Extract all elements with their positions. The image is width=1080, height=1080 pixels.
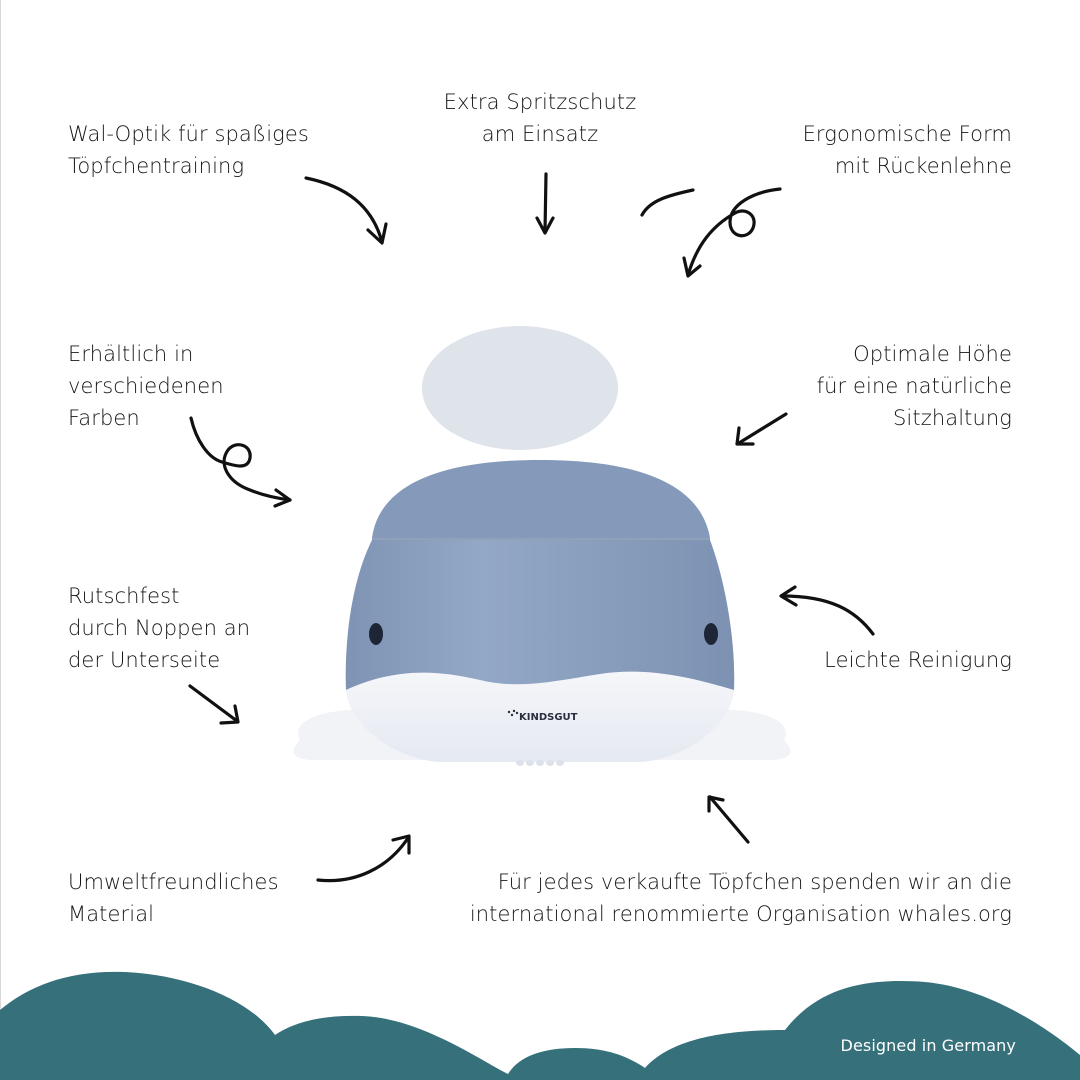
feature-text: für eine natürliche [816, 374, 1012, 398]
feature-text: Töpfchentraining [68, 154, 245, 178]
arrow-farben-icon [189, 416, 292, 508]
feature-text: durch Noppen an [68, 616, 251, 640]
whale-eye-left [369, 623, 383, 645]
arrow-spende-icon [707, 795, 750, 844]
whale-potty-image: KINDSGUT [293, 326, 791, 766]
kindsgut-logo-icon: KINDSGUT [507, 709, 578, 723]
footer-designed-in-germany: Designed in Germany [840, 1036, 1016, 1055]
feature-wal-optik: Wal-Optik für spaßiges Töpfchentraining [68, 118, 309, 182]
feature-text: der Unterseite [68, 648, 221, 672]
arrow-rutschfest-icon [188, 684, 240, 725]
arrow-ergonomisch-icon [640, 187, 782, 278]
feature-text: Sitzhaltung [893, 406, 1012, 430]
feature-text: Wal-Optik für spaßiges [68, 122, 309, 146]
arrow-spritzschutz-icon [535, 172, 555, 235]
arrow-material-icon [316, 834, 411, 883]
feature-spende: Für jedes verkaufte Töpfchen spenden wir… [470, 866, 1012, 930]
feature-text: Für jedes verkaufte Töpfchen spenden wir… [497, 870, 1012, 894]
anti-slip-studs [516, 760, 564, 766]
footer-wave [0, 971, 1080, 1080]
arrow-hoehe-icon [735, 412, 788, 446]
feature-text: Extra Spritzschutz [443, 90, 637, 114]
backrest [422, 326, 618, 450]
whale-body [345, 540, 735, 690]
feature-material: Umweltfreundliches Material [68, 866, 279, 930]
feature-text: Optimale Höhe [853, 342, 1012, 366]
feature-reinigung: Leichte Reinigung [824, 644, 1012, 676]
feature-text: verschiedenen [68, 374, 224, 398]
whale-lid [372, 460, 710, 538]
feature-text: Material [68, 902, 155, 926]
feature-rutschfest: Rutschfest durch Noppen an der Unterseit… [68, 580, 250, 676]
feature-text: Leichte Reinigung [824, 648, 1012, 672]
arrow-wal-optik-icon [304, 176, 388, 245]
feature-spritzschutz: Extra Spritzschutz am Einsatz [420, 86, 660, 150]
feature-ergonomisch: Ergonomische Form mit Rückenlehne [803, 118, 1012, 182]
feature-text: mit Rückenlehne [834, 154, 1012, 178]
feature-hoehe: Optimale Höhe für eine natürliche Sitzha… [817, 338, 1012, 434]
feature-text: Erhältlich in [68, 342, 194, 366]
feature-text: Farben [68, 406, 140, 430]
feature-text: international renommierte Organisation w… [469, 902, 1012, 926]
arrow-reinigung-icon [779, 585, 875, 636]
whale-eye-right [704, 623, 718, 645]
feature-text: am Einsatz [481, 122, 599, 146]
feature-text: Ergonomische Form [802, 122, 1012, 146]
whale-belly [346, 660, 734, 762]
feature-text: Rutschfest [68, 584, 180, 608]
brand-logo-text: KINDSGUT [519, 712, 578, 723]
feature-farben: Erhältlich in verschiedenen Farben [68, 338, 224, 434]
feature-text: Umweltfreundliches [68, 870, 279, 894]
